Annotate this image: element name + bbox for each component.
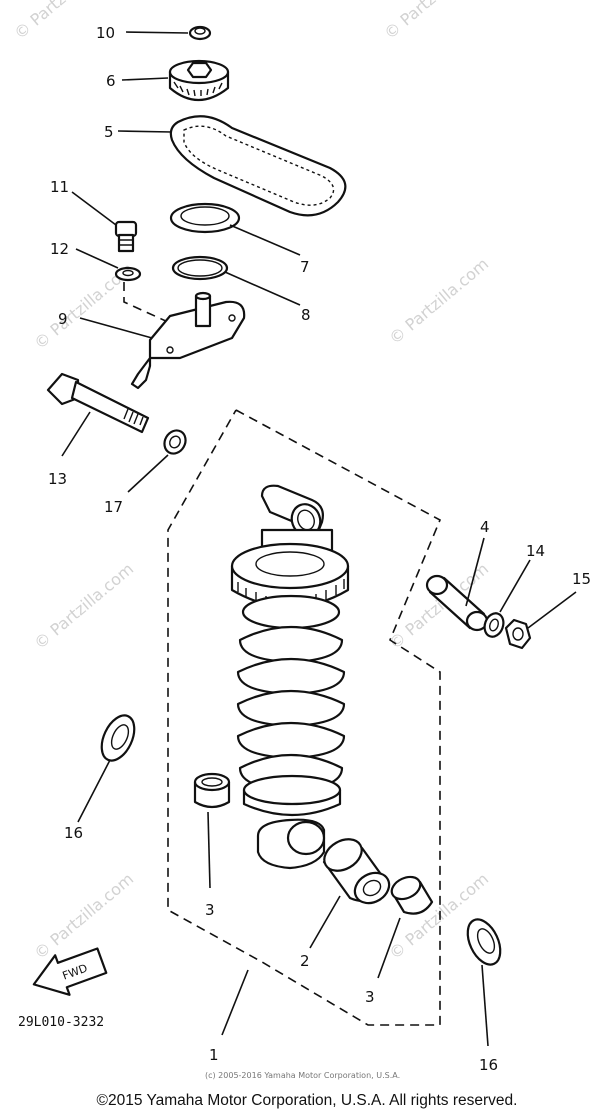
part-3-bushing-lower[interactable] [388, 873, 434, 915]
callout-16a: 16 [64, 824, 83, 842]
leader-3a [207, 811, 211, 889]
leader-2 [309, 895, 341, 949]
shock-absorber[interactable] [230, 484, 350, 870]
small-copyright: (c) 2005-2016 Yamaha Motor Corporation, … [205, 1071, 401, 1080]
leader-4 [465, 537, 485, 607]
watermark: © Partzilla.com [380, 0, 487, 43]
part-6-pulley[interactable] [168, 59, 230, 101]
part-8-o-ring[interactable] [171, 255, 229, 281]
part-11-bolt[interactable] [114, 220, 138, 253]
callout-17: 17 [104, 498, 123, 516]
footer-copyright: ©2015 Yamaha Motor Corporation, U.S.A. A… [96, 1092, 518, 1109]
leader-12 [75, 248, 119, 269]
callout-6: 6 [106, 72, 116, 90]
leader-15 [527, 591, 577, 629]
leader-10 [125, 31, 189, 34]
leader-17 [127, 454, 169, 493]
callout-8: 8 [301, 306, 311, 324]
callout-10: 10 [96, 24, 115, 42]
callout-4: 4 [480, 518, 490, 536]
part-17-washer[interactable] [160, 427, 189, 458]
part-16-seal-right[interactable] [461, 914, 507, 969]
part-12-washer[interactable] [114, 266, 142, 282]
part-3-bushing-upper[interactable] [193, 772, 231, 809]
leader-1 [221, 969, 249, 1036]
forward-arrow-icon: FWD [32, 947, 108, 996]
part-14-washer[interactable] [481, 611, 506, 640]
part-5-belt[interactable] [169, 115, 347, 217]
leader-7 [229, 224, 301, 256]
part-16-seal-left[interactable] [95, 710, 141, 765]
callout-3b: 3 [365, 988, 375, 1006]
part-9-bracket[interactable] [130, 291, 246, 390]
callout-7: 7 [300, 258, 310, 276]
part-13-long-bolt[interactable] [46, 372, 150, 434]
callout-12: 12 [50, 240, 69, 258]
watermark: © Partzilla.com [30, 869, 137, 963]
callout-14: 14 [526, 542, 545, 560]
callout-2: 2 [300, 952, 310, 970]
diagram-code: 29L010-3232 [18, 1015, 105, 1030]
leader-13 [61, 411, 91, 457]
callout-11: 11 [50, 178, 69, 196]
callout-1: 1 [209, 1046, 219, 1064]
leader-6 [121, 77, 169, 81]
assembly-outline [167, 409, 442, 1026]
leader-12-to-9 [123, 282, 169, 323]
callout-5: 5 [104, 123, 114, 141]
leader-3b [377, 917, 401, 979]
leader-8 [224, 271, 301, 306]
part-10-nut[interactable] [188, 25, 212, 41]
callout-3a: 3 [205, 901, 215, 919]
callout-9: 9 [58, 310, 68, 328]
leader-5 [117, 130, 173, 133]
part-2-collar[interactable] [319, 833, 395, 909]
leader-9 [79, 317, 153, 339]
callout-13: 13 [48, 470, 67, 488]
callout-16b: 16 [479, 1056, 498, 1074]
part-15-nut[interactable] [504, 618, 532, 650]
watermark: © Partzilla.com [30, 559, 137, 653]
leader-16a [77, 759, 111, 823]
leader-14 [499, 559, 531, 613]
watermark: © Partzilla.com [385, 254, 492, 348]
part-7-ring[interactable] [169, 202, 241, 234]
leader-11 [71, 191, 117, 226]
leader-16b [481, 964, 489, 1047]
callout-15: 15 [572, 570, 591, 588]
part-4-collar[interactable] [425, 574, 489, 632]
